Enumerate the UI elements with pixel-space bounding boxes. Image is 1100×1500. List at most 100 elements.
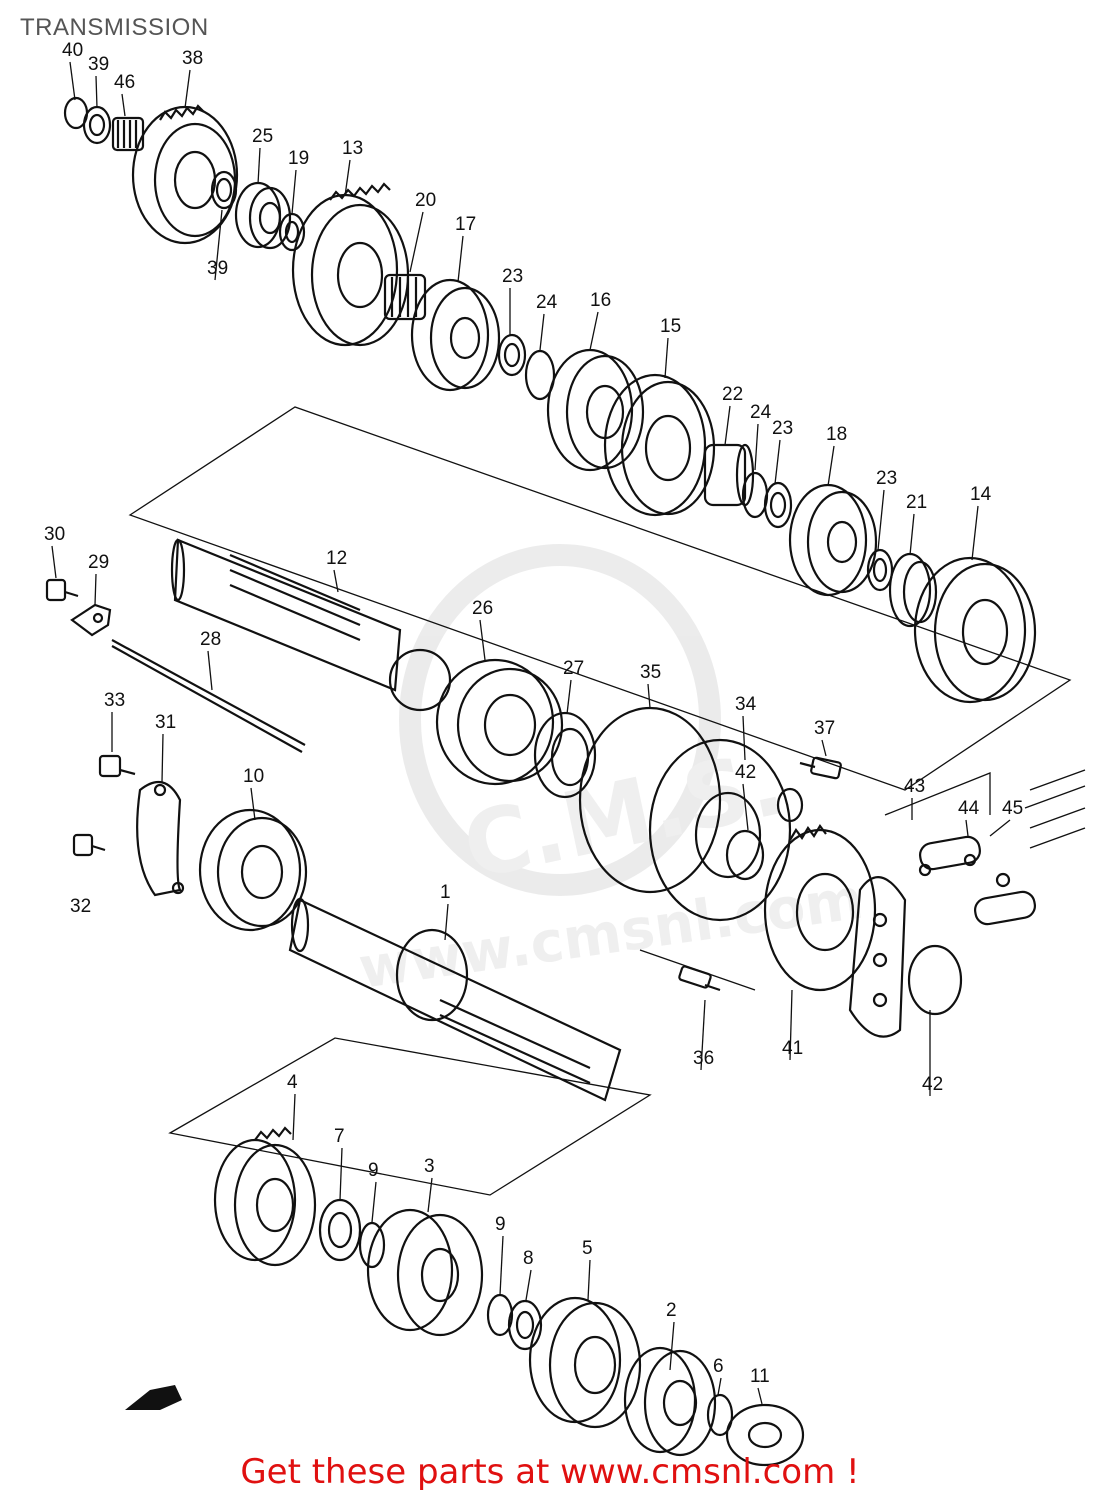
callout-13[interactable]: 13 (342, 138, 363, 159)
callout-39b[interactable]: 39 (207, 258, 228, 279)
part-6-washer[interactable] (706, 1393, 734, 1437)
callout-11[interactable]: 11 (750, 1366, 770, 1387)
callout-5[interactable]: 5 (582, 1238, 593, 1259)
part-29-plate[interactable] (70, 603, 112, 637)
part-23-washer-3[interactable] (866, 548, 894, 592)
callout-40[interactable]: 40 (62, 40, 83, 61)
part-21-bushing[interactable] (888, 552, 938, 628)
part-45-chain-clip[interactable] (973, 872, 1037, 926)
callout-24b[interactable]: 24 (750, 402, 772, 423)
callout-24a[interactable]: 24 (536, 292, 558, 313)
callout-31[interactable]: 31 (155, 712, 176, 733)
callout-45[interactable]: 45 (1002, 798, 1023, 819)
callout-4[interactable]: 4 (287, 1072, 298, 1093)
leader-line-5 (587, 1259, 591, 1301)
callout-22[interactable]: 22 (722, 384, 743, 405)
part-2-gear[interactable] (623, 1346, 717, 1457)
part-8-washer[interactable] (507, 1299, 543, 1351)
part-43-sprocket-plate[interactable] (848, 876, 907, 1038)
callout-41[interactable]: 41 (782, 1038, 803, 1059)
countershaft-frame (128, 406, 1072, 791)
part-17-gear[interactable] (410, 278, 501, 392)
callout-6[interactable]: 6 (713, 1356, 724, 1377)
callout-1[interactable]: 1 (440, 882, 451, 903)
part-15-gear[interactable] (603, 373, 716, 517)
part-37-bolt[interactable] (799, 756, 842, 780)
callout-25[interactable]: 25 (252, 126, 273, 147)
part-30-bolt[interactable] (45, 578, 79, 602)
callout-9b[interactable]: 9 (495, 1214, 506, 1235)
callout-7[interactable]: 7 (334, 1126, 345, 1147)
part-33-bolt[interactable] (98, 754, 136, 778)
callout-29[interactable]: 29 (88, 552, 109, 573)
part-1-driveshaft[interactable] (288, 897, 622, 1102)
callout-39a[interactable]: 39 (88, 54, 109, 75)
callout-33[interactable]: 33 (104, 690, 125, 711)
callout-8[interactable]: 8 (523, 1248, 534, 1269)
part-3-gear[interactable] (366, 1208, 484, 1337)
part-14-gear[interactable] (913, 556, 1037, 704)
part-34-cover[interactable] (648, 738, 792, 922)
part-42-circlip-top[interactable] (776, 787, 804, 823)
callout-23b[interactable]: 23 (772, 418, 793, 439)
part-41-sprocket[interactable] (763, 824, 877, 992)
footer-promo-text[interactable]: Get these parts at www.cmsnl.com ! (240, 1452, 860, 1492)
callout-36[interactable]: 36 (693, 1048, 714, 1069)
callout-18[interactable]: 18 (826, 424, 847, 445)
part-39-washer-2[interactable] (210, 170, 238, 210)
callout-46[interactable]: 46 (114, 72, 135, 93)
part-44-chain-link[interactable] (918, 835, 982, 877)
callout-19[interactable]: 19 (288, 148, 309, 169)
part-31-plate[interactable] (136, 780, 185, 897)
part-7-washer[interactable] (318, 1198, 362, 1262)
part-11-bearing[interactable] (725, 1403, 805, 1467)
callout-14[interactable]: 14 (970, 484, 992, 505)
part-5-gear[interactable] (528, 1296, 642, 1429)
callout-34[interactable]: 34 (735, 694, 757, 715)
part-13-gear[interactable] (291, 182, 410, 347)
callout-35[interactable]: 35 (640, 662, 661, 683)
part-12-countershaft[interactable] (170, 538, 452, 712)
callout-20[interactable]: 20 (415, 190, 436, 211)
part-24-circlip-2[interactable] (741, 471, 769, 519)
part-42-circlip[interactable] (725, 829, 765, 881)
callout-9a[interactable]: 9 (368, 1160, 379, 1181)
part-10-bearing[interactable] (198, 808, 308, 932)
callout-28[interactable]: 28 (200, 629, 221, 650)
callout-10[interactable]: 10 (243, 766, 264, 787)
callout-42a[interactable]: 42 (735, 762, 756, 783)
callout-44[interactable]: 44 (958, 798, 980, 819)
callout-2[interactable]: 2 (666, 1300, 677, 1321)
callout-12[interactable]: 12 (326, 548, 347, 569)
callout-30[interactable]: 30 (44, 524, 65, 545)
part-22-bushing[interactable] (703, 443, 755, 507)
part-23-washer[interactable] (497, 333, 527, 377)
part-32-bolt[interactable] (72, 833, 106, 857)
callout-23a[interactable]: 23 (502, 266, 523, 287)
part-24-circlip[interactable] (524, 349, 556, 401)
callout-16[interactable]: 16 (590, 290, 611, 311)
part-18-gear[interactable] (788, 483, 878, 597)
callout-32[interactable]: 32 (70, 896, 91, 917)
part-36-bolt[interactable] (678, 965, 721, 992)
callout-21[interactable]: 21 (906, 492, 927, 513)
part-4-gear[interactable] (213, 1126, 317, 1267)
callout-23c[interactable]: 23 (876, 468, 897, 489)
callout-17[interactable]: 17 (455, 214, 476, 235)
part-39-washer[interactable] (82, 105, 112, 145)
callout-42b[interactable]: 42 (922, 1074, 943, 1095)
callout-43[interactable]: 43 (904, 776, 925, 797)
part-23-washer-2[interactable] (763, 481, 793, 529)
callout-27[interactable]: 27 (563, 658, 584, 679)
callout-37[interactable]: 37 (814, 718, 835, 739)
callout-26[interactable]: 26 (472, 598, 493, 619)
part-42-circlip-lower[interactable] (907, 944, 963, 1016)
callout-15[interactable]: 15 (660, 316, 681, 337)
part-26-bearing[interactable] (435, 658, 564, 786)
part-25-bearing[interactable] (234, 181, 292, 250)
part-9-circlip[interactable] (358, 1221, 386, 1269)
callout-3[interactable]: 3 (424, 1156, 435, 1177)
callout-38[interactable]: 38 (182, 48, 203, 69)
part-16-gear[interactable] (546, 348, 645, 472)
part-28-rod[interactable] (111, 639, 306, 753)
